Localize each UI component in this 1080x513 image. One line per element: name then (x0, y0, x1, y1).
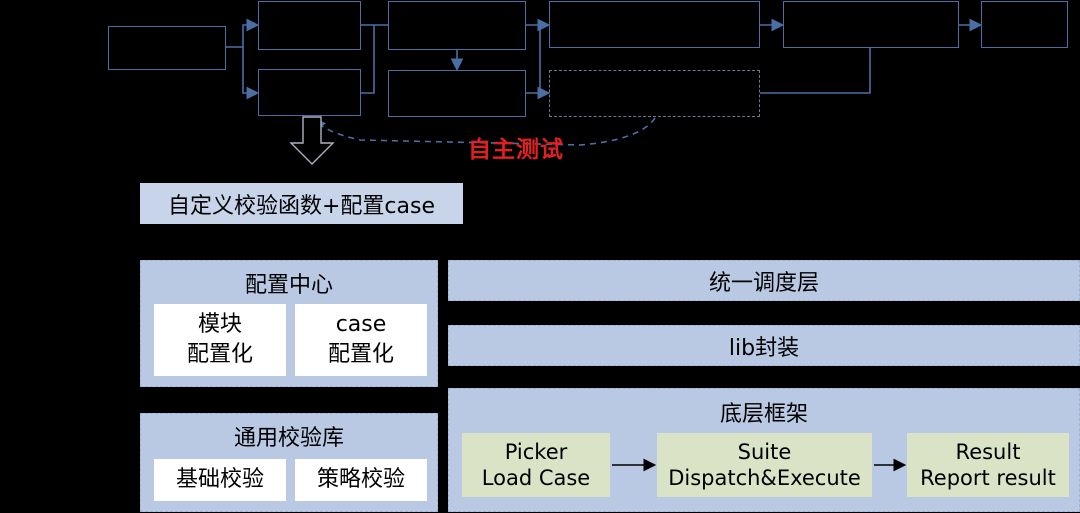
strategy-validation-card: 策略校验 (295, 459, 427, 501)
framework-arrows (612, 458, 907, 472)
base-framework-panel: 底层框架 Picker Load Case Suite Dispatch&Exe… (448, 388, 1080, 512)
common-lib-title: 通用校验库 (233, 426, 344, 451)
unified-dispatch-layer: 统一调度层 (448, 260, 1080, 301)
config-center-panel: 配置中心 模块 配置化 case 配置化 (140, 260, 438, 387)
flow-box-b1 (388, 1, 526, 50)
result-step: Result Report result (907, 433, 1069, 497)
base-framework-title: 底层框架 (719, 402, 808, 427)
autotest-label: 自主测试 (468, 137, 564, 163)
lib-wrapper-layer: lib封装 (448, 325, 1080, 366)
flow-connectors (226, 18, 983, 165)
picker-step: Picker Load Case (462, 433, 610, 497)
flow-box-start (108, 26, 226, 70)
module-config-card: 模块 配置化 (154, 304, 286, 376)
custom-validation-tag: 自定义校验函数+配置case (140, 183, 463, 224)
basic-validation-card: 基础校验 (154, 459, 286, 501)
config-center-title: 配置中心 (244, 273, 333, 298)
common-validation-lib-panel: 通用校验库 基础校验 策略校验 (140, 413, 438, 512)
suite-step: Suite Dispatch&Execute (657, 433, 872, 497)
case-config-card: case 配置化 (295, 304, 427, 376)
